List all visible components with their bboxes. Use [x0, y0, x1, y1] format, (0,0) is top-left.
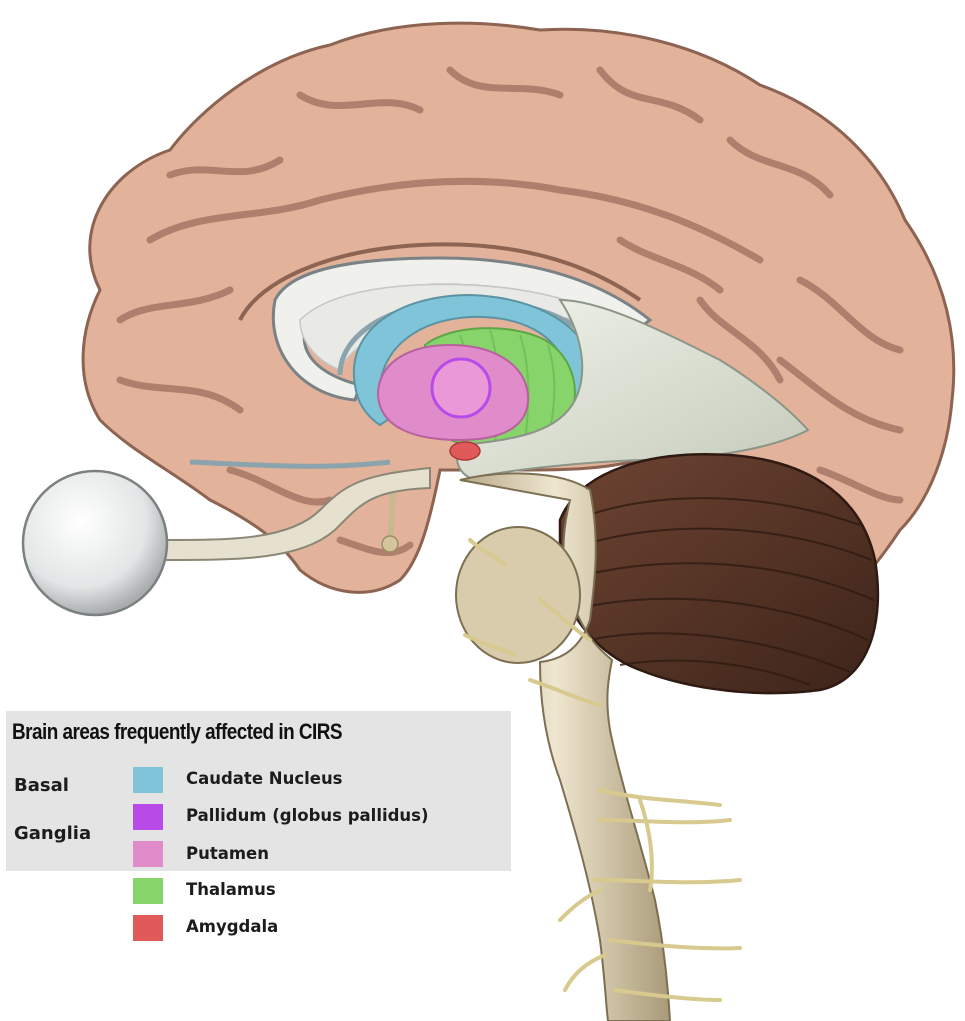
swatch-putamen	[133, 841, 163, 867]
legend-item-caudate-nucleus: Caudate Nucleus	[186, 769, 343, 788]
group-label-ganglia: Ganglia	[14, 823, 91, 844]
swatch-thalamus	[133, 878, 163, 904]
legend-item-amygdala: Amygdala	[186, 917, 278, 936]
amygdala	[450, 442, 480, 460]
swatch-amygdala	[133, 915, 163, 941]
group-label-basal: Basal	[14, 775, 69, 796]
legend-item-putamen: Putamen	[186, 844, 269, 863]
swatch-caudate-nucleus	[133, 767, 163, 793]
legend-item-pallidum: Pallidum (globus pallidus)	[186, 806, 429, 825]
legend-item-thalamus: Thalamus	[186, 880, 276, 899]
legend-title: Brain areas frequently affected in CIRS	[12, 719, 442, 745]
pons	[456, 527, 580, 663]
eyeball	[23, 471, 167, 615]
swatch-pallidum	[133, 804, 163, 830]
pallidum	[432, 359, 490, 417]
